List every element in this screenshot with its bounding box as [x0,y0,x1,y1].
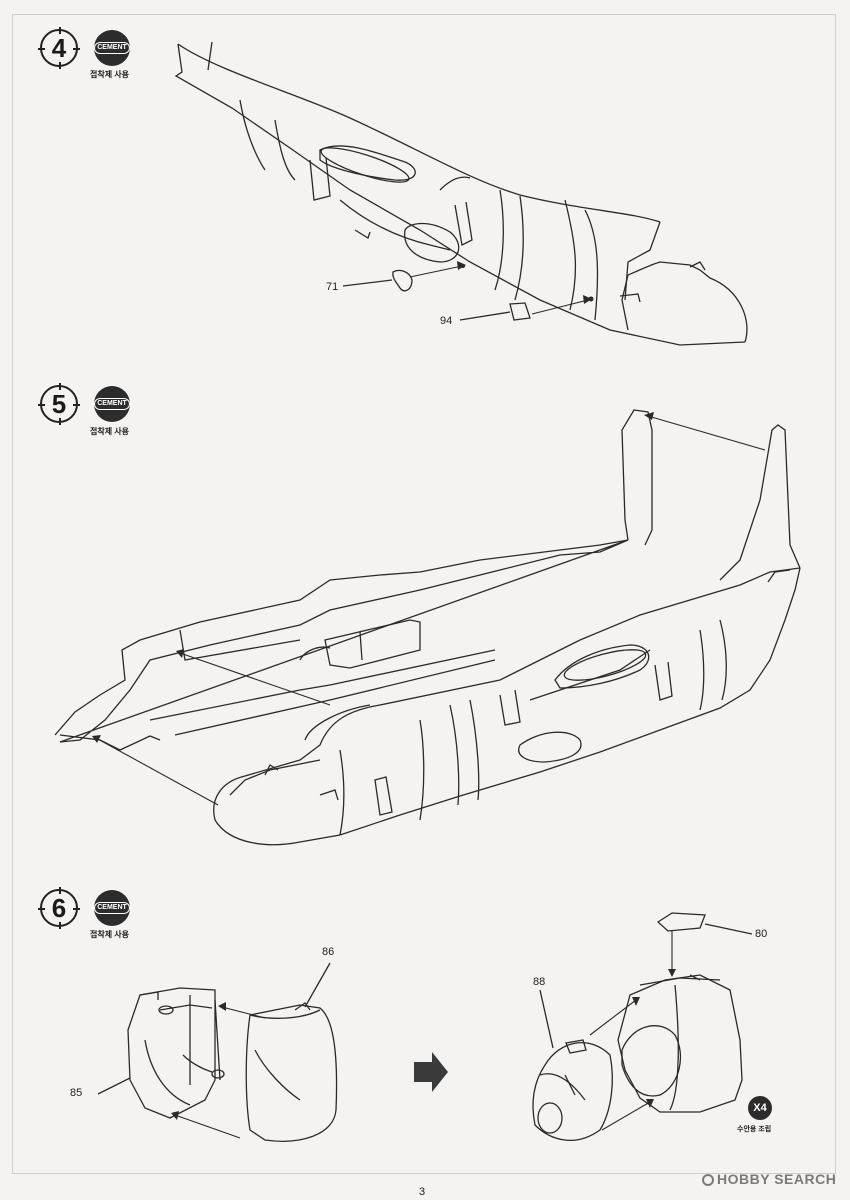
step-6-number-circle: 6 [38,887,80,929]
hobby-search-logo-icon [702,1174,714,1186]
step-6-nacelle-left-drawing [97,962,338,1142]
step-4-number: 4 [51,33,67,63]
step-5-number: 5 [51,389,67,419]
watermark: HOBBY SEARCH [702,1171,836,1187]
page-border [12,14,836,1174]
x4-quantity-badge: X4 [748,1096,772,1120]
part-71-drawing [342,261,466,292]
part-80-label: 80 [755,928,768,940]
step-4-number-circle: 4 [38,27,80,69]
part-88-label: 88 [533,976,546,988]
tail-alignment-arrow [647,415,766,451]
next-step-arrow-icon [414,1052,448,1092]
cement-caption: 접착제 사용 [90,930,130,939]
part-85-label: 85 [70,1087,83,1099]
cement-caption: 접착제 사용 [90,70,130,79]
x4-caption: 수안용 조립 [737,1126,772,1133]
part-94-drawing [459,295,594,321]
nose-alignment-arrow [95,737,219,806]
cement-icon: CEMENT [94,30,130,66]
cement-badge-label: CEMENT [94,902,130,914]
fuselage-alignment-arrow [179,652,331,706]
part-86-label: 86 [322,946,335,958]
cement-caption: 접착제 사용 [90,427,130,436]
step-6-number: 6 [51,893,67,923]
step-5-number-circle: 5 [38,383,80,425]
step-5-fuselage-drawing [54,409,801,846]
part-71-label: 71 [326,281,339,293]
page-number: 3 [419,1186,426,1198]
step-4-fuselage-drawing [174,41,748,346]
step-6-nacelle-right-drawing [532,912,753,1141]
cement-badge-label: CEMENT [94,398,130,410]
watermark-text: HOBBY SEARCH [717,1171,837,1187]
cement-icon: CEMENT [94,890,130,926]
cement-badge-label: CEMENT [94,42,130,54]
part-94-label: 94 [440,315,453,327]
cement-icon: CEMENT [94,386,130,422]
